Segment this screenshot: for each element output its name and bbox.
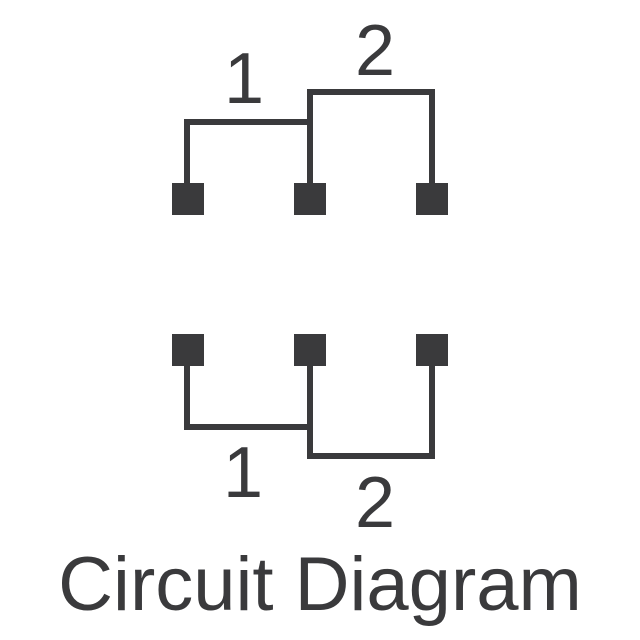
top-terminal-left bbox=[172, 183, 204, 215]
top-label-2: 2 bbox=[355, 11, 395, 91]
top-terminal-right bbox=[416, 183, 448, 215]
top-switch-group: 1 2 bbox=[172, 11, 448, 215]
top-label-1: 1 bbox=[224, 39, 264, 119]
bottom-label-2: 2 bbox=[355, 463, 395, 543]
bottom-contact-1-wire bbox=[184, 357, 313, 430]
bottom-label-1: 1 bbox=[223, 433, 263, 513]
top-terminal-middle bbox=[294, 183, 326, 215]
top-contact-1-wire bbox=[184, 119, 313, 191]
top-contact-2-wire bbox=[307, 89, 435, 191]
bottom-contact-2-wire bbox=[307, 357, 435, 459]
bottom-switch-group: 1 2 bbox=[172, 334, 448, 543]
diagram-caption: Circuit Diagram bbox=[58, 542, 582, 627]
